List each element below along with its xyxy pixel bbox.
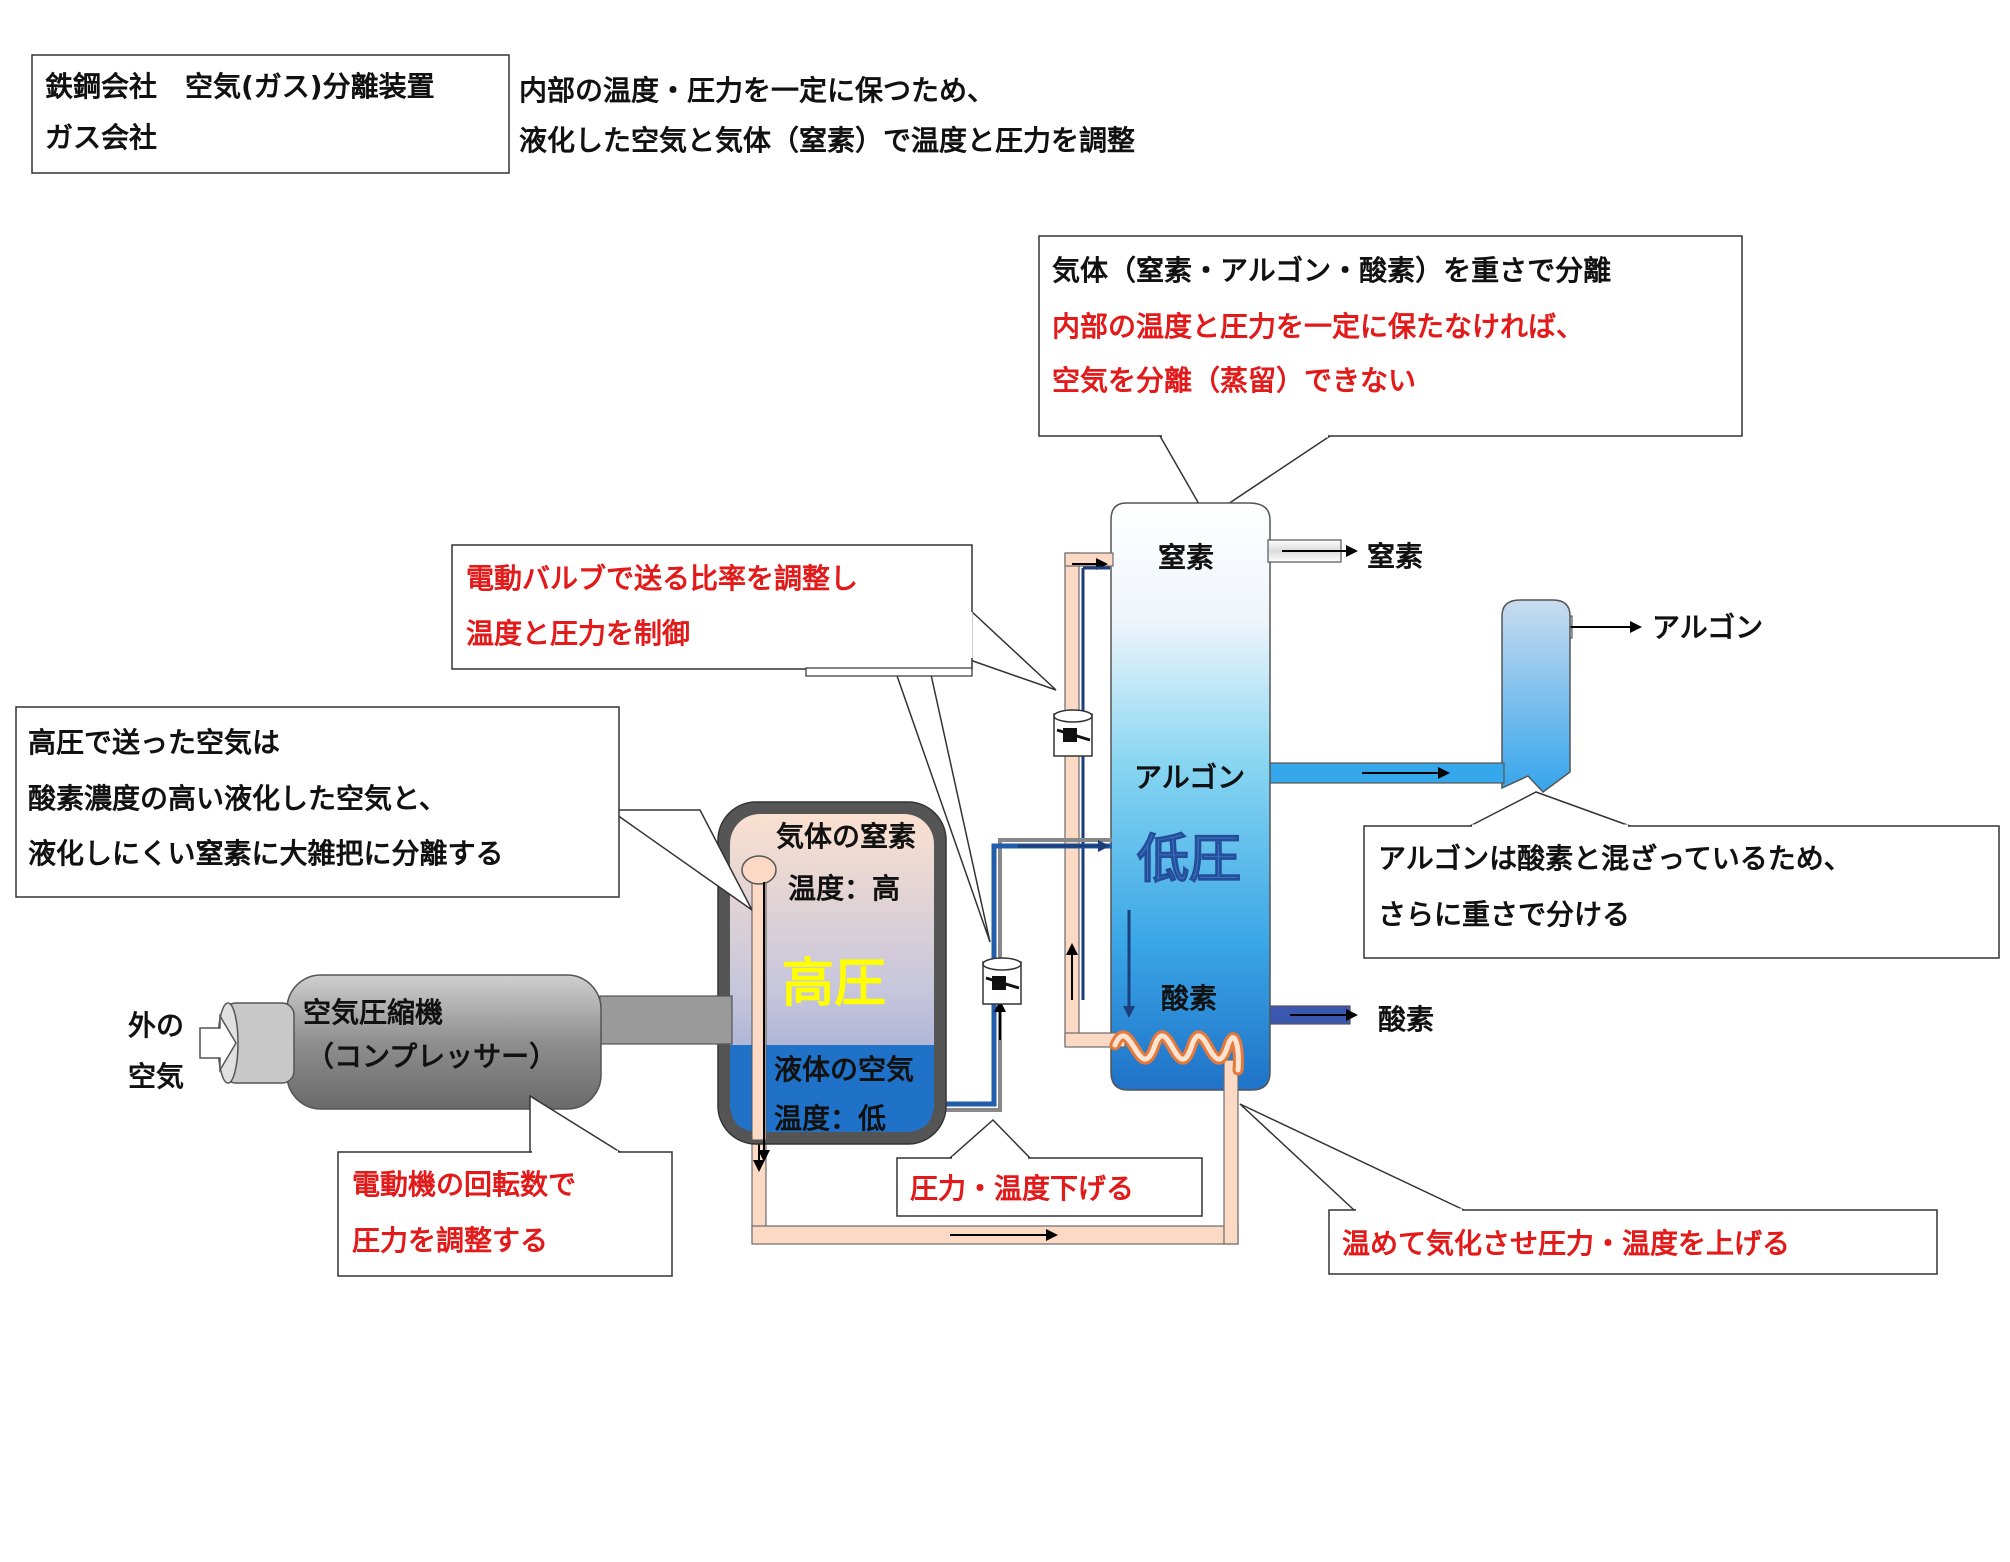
callout-column-top-box xyxy=(1038,235,1743,437)
callout-high-pressure-box xyxy=(15,706,620,898)
callout-valve: 電動バルブで送る比率を調整し 温度と圧力を制御 xyxy=(451,544,1057,943)
header-right-line1: 内部の温度・圧力を一定に保つため、 xyxy=(519,74,995,107)
callout-pressure-down: 圧力・温度下げる xyxy=(896,1118,1203,1217)
output-oxygen-label: 酸素 xyxy=(1378,1003,1434,1036)
header: 鉄鋼会社 空気(ガス)分離装置 ガス会社 内部の温度・圧力を一定に保つため、 液… xyxy=(31,54,1135,174)
callout-column-top-line1: 気体（窒素・アルゴン・酸素）を重さで分離 xyxy=(1052,254,1611,287)
argon-column: アルゴン xyxy=(1501,599,1763,794)
header-left-line1: 鉄鋼会社 空気(ガス)分離装置 xyxy=(45,70,435,103)
high-pressure-vessel: 気体の窒素 温度：高 高圧 液体の空気 温度：低 xyxy=(717,801,947,1162)
column-body xyxy=(1110,502,1271,1091)
callout-valve-box xyxy=(451,544,973,670)
callout-motor-box xyxy=(337,1151,673,1277)
callout-valve-line1: 電動バルブで送る比率を調整し xyxy=(466,562,858,595)
nitrogen-outlet: 窒素 xyxy=(1267,539,1423,573)
callout-argon-line1: アルゴンは酸素と混ざっているため、 xyxy=(1378,842,1852,875)
vessel-liquid-label: 液体の空気 xyxy=(774,1053,914,1086)
inlet-label2: 空気 xyxy=(128,1060,184,1093)
callout-valve-line2: 温度と圧力を制御 xyxy=(466,617,690,650)
callout-motor-line1: 電動機の回転数で xyxy=(352,1168,576,1201)
orange-pipes xyxy=(741,552,1244,1245)
callout-pressure-down-box xyxy=(896,1157,1203,1217)
header-right-line2: 液化した空気と気体（窒素）で温度と圧力を調整 xyxy=(519,124,1135,157)
callout-high-pressure-line3: 液化しにくい窒素に大雑把に分離する xyxy=(28,837,503,870)
valve-upper-icon xyxy=(1053,709,1093,757)
callout-column-top: 気体（窒素・アルゴン・酸素）を重さで分離 内部の温度と圧力を一定に保たなければ、… xyxy=(1038,235,1743,520)
output-argon-label: アルゴン xyxy=(1652,611,1763,644)
vessel-gas-temp: 温度：高 xyxy=(788,872,900,905)
callout-warm-up: 温めて気化させ圧力・温度を上げる xyxy=(1239,1103,1938,1275)
valve-lower-icon xyxy=(982,957,1022,1005)
header-left-line2: ガス会社 xyxy=(45,121,157,154)
inlet-arrow-icon xyxy=(199,1013,237,1073)
callout-high-pressure: 高圧で送った空気は 酸素濃度の高い液化した空気と、 液化しにくい窒素に大雑把に分… xyxy=(15,706,753,911)
callout-argon-box xyxy=(1363,825,2000,959)
callout-argon: アルゴンは酸素と混ざっているため、 さらに重さで分ける xyxy=(1363,791,2000,959)
nitrogen-return-pipe xyxy=(1081,566,1110,1000)
vessel-liquid-temp: 温度：低 xyxy=(774,1102,886,1135)
column-pressure-label: 低圧 xyxy=(1137,830,1241,890)
column-mid-label: アルゴン xyxy=(1134,761,1245,794)
vessel-liquid xyxy=(730,1045,934,1132)
output-nitrogen-label: 窒素 xyxy=(1367,540,1423,573)
air-compressor: 空気圧縮機 （コンプレッサー） 外の 空気 xyxy=(128,974,733,1110)
column-bottom-label: 酸素 xyxy=(1161,982,1217,1015)
callout-warm-up-text: 温めて気化させ圧力・温度を上げる xyxy=(1342,1227,1790,1260)
vessel-gas-label: 気体の窒素 xyxy=(776,820,916,853)
header-left-box xyxy=(31,54,510,174)
vessel-pressure-label: 高圧 xyxy=(782,954,886,1014)
callout-column-top-line3: 空気を分離（蒸留）できない xyxy=(1052,364,1416,397)
inlet-label1: 外の xyxy=(128,1009,184,1042)
compressor-outlet-pipe xyxy=(599,995,733,1045)
callout-motor-line2: 圧力を調整する xyxy=(352,1224,548,1257)
callout-warm-up-box xyxy=(1328,1209,1938,1275)
compressor-label2: （コンプレッサー） xyxy=(306,1040,557,1073)
callout-high-pressure-line1: 高圧で送った空気は xyxy=(28,726,280,759)
distillation-column: 窒素 アルゴン 低圧 酸素 xyxy=(1110,502,1271,1091)
callout-column-top-line2: 内部の温度と圧力を一定に保たなければ、 xyxy=(1052,310,1584,343)
callout-argon-line2: さらに重さで分ける xyxy=(1378,898,1630,931)
compressor-label1: 空気圧縮機 xyxy=(303,996,443,1029)
callout-motor: 電動機の回転数で 圧力を調整する xyxy=(337,1094,673,1277)
oxygen-outlet: 酸素 xyxy=(1269,1003,1434,1036)
argon-pipe xyxy=(1259,762,1505,784)
callout-pressure-down-text: 圧力・温度下げる xyxy=(910,1172,1134,1205)
callout-high-pressure-line2: 酸素濃度の高い液化した空気と、 xyxy=(28,782,447,815)
column-top-label: 窒素 xyxy=(1158,541,1214,574)
